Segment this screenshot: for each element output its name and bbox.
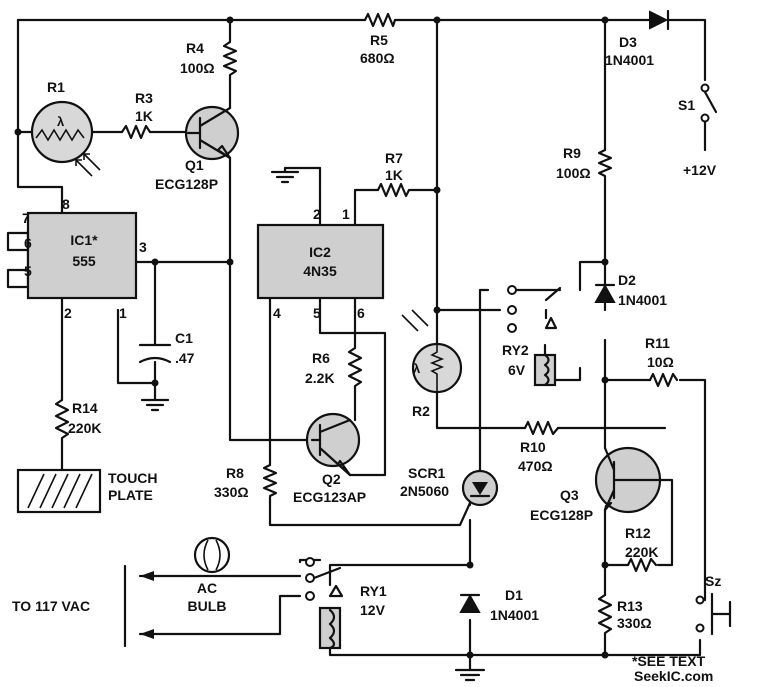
pin-ic2-6: 6 (357, 305, 365, 321)
label-r3-value: 1K (135, 108, 153, 124)
wiring (6, 18, 707, 672)
label-r3: R3 (135, 90, 153, 106)
label-ic2: IC2 (309, 244, 331, 260)
label-ic1: IC1* (70, 232, 98, 248)
label-c1: C1 (175, 330, 193, 346)
label-vac: TO 117 VAC (12, 598, 90, 614)
resistors (54, 12, 679, 642)
label-r12: R12 (625, 525, 651, 541)
label-r10-value: 470Ω (518, 458, 553, 474)
lambda-glyph-2: λ (413, 361, 421, 376)
label-r7: R7 (385, 150, 403, 166)
label-touch: TOUCH (108, 470, 158, 486)
label-r11: R11 (645, 335, 670, 351)
label-sz: Sz (705, 573, 721, 589)
label-d3-part: 1N4001 (605, 52, 654, 68)
label-d2: D2 (618, 272, 636, 288)
label-q1: Q1 (185, 157, 204, 173)
label-d1-part: 1N4001 (490, 607, 539, 623)
label-r8: R8 (226, 465, 244, 481)
label-r13-value: 330Ω (617, 615, 652, 631)
transistor-q3 (594, 446, 667, 514)
pin-ic1-2: 2 (64, 305, 72, 321)
pin-ic2-1: 1 (342, 206, 350, 222)
label-see-text: *SEE TEXT (632, 653, 706, 669)
pin-ic2-4: 4 (273, 305, 281, 321)
label-ry2: RY2 (502, 342, 529, 358)
label-r11-value: 10Ω (647, 354, 674, 370)
label-plate: PLATE (108, 487, 153, 503)
label-r4: R4 (186, 40, 204, 56)
watermark: SeekIC.com (634, 668, 713, 684)
pin-ic1-6: 6 (24, 235, 32, 251)
label-r6-value: 2.2K (305, 370, 335, 386)
ic1-555 (26, 211, 138, 300)
relay-ry1 (305, 557, 344, 650)
touch-plate (16, 468, 102, 514)
labels: R1 R3 1K R4 100Ω R5 680Ω Q1 ECG128P R7 1… (12, 32, 721, 684)
lambda-glyph: λ (57, 114, 65, 129)
capacitor-c1 (138, 343, 172, 412)
switches (695, 83, 732, 636)
pin-ic2-5: 5 (313, 305, 321, 321)
ac-bulb (188, 536, 236, 578)
ic2-4n35 (256, 166, 385, 300)
label-r8-value: 330Ω (214, 484, 249, 500)
photoresistor-r2: λ (401, 309, 463, 394)
ac-lines (123, 564, 154, 648)
label-r14-value: 220K (68, 420, 101, 436)
label-r9-value: 100Ω (556, 165, 591, 181)
label-q1-part: ECG128P (155, 176, 218, 192)
label-r14: R14 (72, 400, 98, 416)
label-r12-value: 220K (625, 544, 658, 560)
label-d2-part: 1N4001 (618, 292, 667, 308)
label-ic2-part: 4N35 (303, 263, 337, 279)
transistor-q1 (184, 105, 240, 161)
label-q2: Q2 (322, 471, 341, 487)
label-c1-value: .47 (175, 350, 195, 366)
label-r13: R13 (617, 598, 643, 614)
label-ry2-value: 6V (508, 362, 526, 378)
label-r4-value: 100Ω (180, 60, 215, 76)
label-r2: R2 (412, 403, 430, 419)
pin-ic1-8: 8 (62, 196, 70, 212)
pin-ic1-7: 7 (22, 210, 30, 226)
label-r6: R6 (312, 350, 330, 366)
label-ic1-part: 555 (72, 253, 96, 269)
scr1 (461, 469, 499, 507)
label-q3-part: ECG128P (530, 507, 593, 523)
label-r7-value: 1K (385, 167, 403, 183)
photoresistor-r1: λ (30, 100, 101, 177)
junction-dots (14, 16, 609, 659)
diodes (459, 9, 670, 613)
label-supply: +12V (683, 162, 717, 178)
pin-ic1-3: 3 (139, 239, 147, 255)
label-ry1-value: 12V (360, 602, 386, 618)
pin-ic1-5: 5 (24, 263, 32, 279)
ground-d1 (454, 668, 486, 682)
label-r1: R1 (47, 79, 65, 95)
pin-ic1-1: 1 (119, 305, 127, 321)
label-r10: R10 (520, 439, 546, 455)
transistor-q2 (305, 412, 361, 477)
label-scr1: SCR1 (408, 465, 446, 481)
label-r9: R9 (563, 145, 581, 161)
label-bulb: BULB (188, 598, 227, 614)
label-ac: AC (197, 580, 217, 596)
label-ry1: RY1 (360, 583, 387, 599)
label-q3: Q3 (560, 487, 579, 503)
pin-ic2-2: 2 (313, 206, 321, 222)
label-d1: D1 (505, 587, 523, 603)
label-q2-part: ECG123AP (293, 489, 366, 505)
label-d3: D3 (619, 34, 637, 50)
relay-ry2 (507, 285, 562, 387)
label-s1: S1 (678, 97, 695, 113)
label-r5: R5 (370, 32, 388, 48)
label-scr1-part: 2N5060 (400, 483, 449, 499)
label-r5-value: 680Ω (360, 50, 395, 66)
